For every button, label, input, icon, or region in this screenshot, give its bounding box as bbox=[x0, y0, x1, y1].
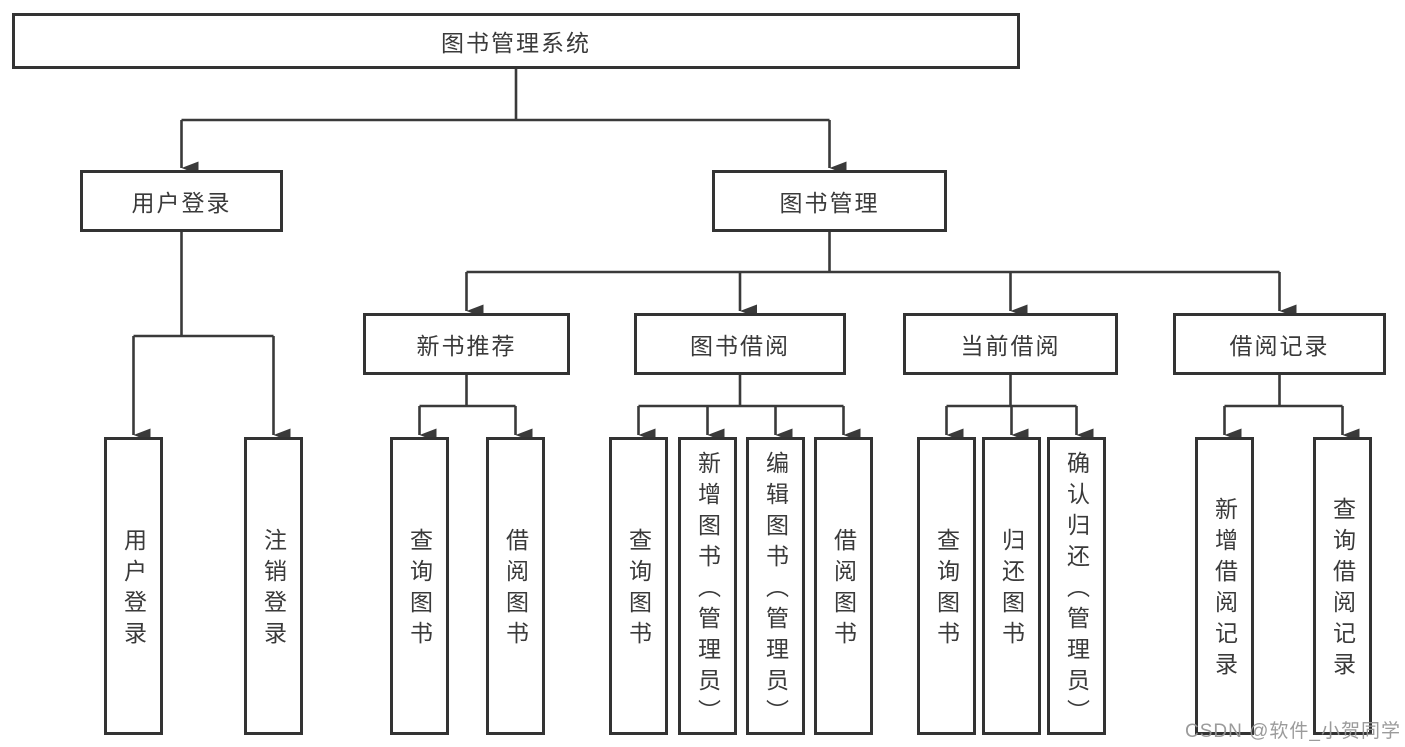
leaf-borrow-books: 借阅图书 bbox=[814, 437, 873, 735]
node-book-management: 图书管理 bbox=[712, 170, 947, 232]
node-label: 借阅图书 bbox=[830, 528, 857, 652]
node-label: 查询图书 bbox=[933, 528, 960, 652]
node-label: 借阅记录 bbox=[1229, 333, 1330, 359]
leaf-query-books-current: 查询图书 bbox=[917, 437, 976, 735]
node-book-borrowing: 图书借阅 bbox=[634, 313, 846, 375]
node-borrowing-records: 借阅记录 bbox=[1173, 313, 1386, 375]
node-label: 图书管理系统 bbox=[441, 30, 591, 56]
node-new-book-recommendation: 新书推荐 bbox=[363, 313, 570, 375]
leaf-add-borrow-record: 新增借阅记录 bbox=[1195, 437, 1254, 735]
leaf-query-books-recommend: 查询图书 bbox=[390, 437, 449, 735]
node-label: 新增借阅记录 bbox=[1211, 497, 1238, 683]
node-label: 新书推荐 bbox=[416, 333, 517, 359]
node-label: 当前借阅 bbox=[960, 333, 1061, 359]
leaf-logout: 注销登录 bbox=[244, 437, 303, 735]
node-label: 图书借阅 bbox=[690, 333, 790, 359]
node-label: 确认归还（管理员） bbox=[1063, 450, 1090, 730]
leaf-confirm-return-admin: 确认归还（管理员） bbox=[1047, 437, 1106, 735]
node-label: 查询图书 bbox=[406, 528, 433, 652]
node-user-login: 用户登录 bbox=[80, 170, 283, 232]
leaf-query-borrow-record: 查询借阅记录 bbox=[1313, 437, 1372, 735]
node-label: 查询图书 bbox=[625, 528, 652, 652]
leaf-return-books: 归还图书 bbox=[982, 437, 1041, 735]
node-label: 注销登录 bbox=[260, 528, 287, 652]
leaf-add-books-admin: 新增图书（管理员） bbox=[678, 437, 737, 735]
node-label: 新增图书（管理员） bbox=[694, 450, 721, 730]
node-label: 借阅图书 bbox=[502, 528, 529, 652]
node-current-borrowing: 当前借阅 bbox=[903, 313, 1118, 375]
node-label: 图书管理 bbox=[779, 190, 880, 216]
leaf-query-books-borrow: 查询图书 bbox=[609, 437, 668, 735]
node-library-management-system: 图书管理系统 bbox=[12, 13, 1020, 69]
leaf-edit-books-admin: 编辑图书（管理员） bbox=[746, 437, 805, 735]
node-label: 用户登录 bbox=[120, 528, 147, 652]
csdn-watermark: CSDN @软件_小贺同学 bbox=[1185, 721, 1401, 742]
node-label: 查询借阅记录 bbox=[1329, 497, 1356, 683]
node-label: 编辑图书（管理员） bbox=[762, 450, 789, 730]
leaf-user-login: 用户登录 bbox=[104, 437, 163, 735]
node-label: 用户登录 bbox=[131, 190, 232, 216]
node-label: 归还图书 bbox=[998, 528, 1025, 652]
leaf-borrow-books-recommend: 借阅图书 bbox=[486, 437, 545, 735]
